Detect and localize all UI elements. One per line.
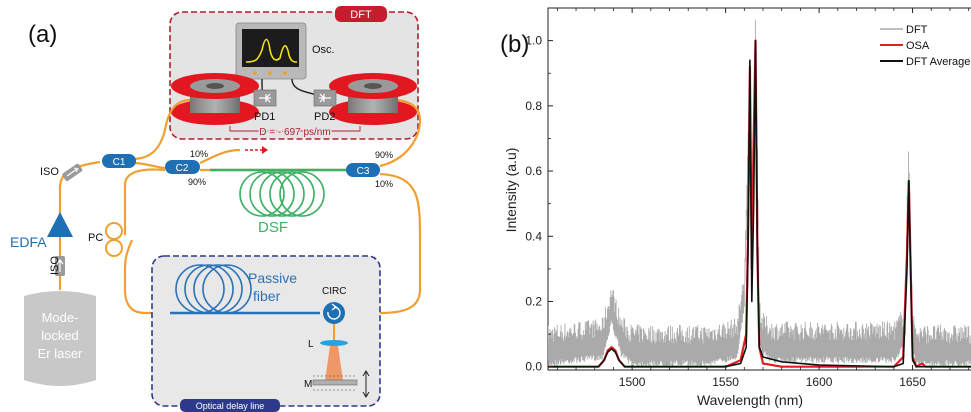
- coupler-c3: C3: [346, 163, 380, 177]
- edfa-label: EDFA: [10, 234, 47, 250]
- y-tick-label: 0.0: [525, 360, 542, 374]
- coupler-c2: C2: [165, 160, 200, 174]
- lens-icon: [320, 340, 348, 346]
- series-dft-average-line: [548, 39, 971, 368]
- dft-box: DFT Osc.: [169, 6, 419, 140]
- legend-label-osa: OSA: [906, 40, 930, 52]
- passive-fiber-label-2: fiber: [253, 288, 281, 304]
- c3-split-top: 90%: [375, 150, 393, 160]
- beam-icon: [325, 346, 343, 381]
- delay-line-box: Optical delay line Passive fiber CIRC: [151, 255, 381, 412]
- svg-text:Mode-: Mode-: [42, 310, 79, 325]
- oscilloscope-icon: [235, 22, 307, 80]
- dft-input-arrow-icon: [245, 146, 268, 154]
- svg-text:C3: C3: [357, 166, 370, 177]
- dft-title: DFT: [350, 9, 372, 21]
- svg-text:locked: locked: [41, 328, 79, 343]
- pd1-label: PD1: [254, 111, 275, 123]
- series-dft-trace: [548, 20, 971, 367]
- edfa-icon: [47, 212, 73, 237]
- x-axis-label: Wavelength (nm): [697, 392, 803, 408]
- delay-title-tag: [180, 399, 280, 412]
- iso-bottom-label: ISO: [49, 256, 61, 275]
- pd1-icon: [253, 89, 277, 107]
- osc-label: Osc.: [312, 44, 335, 56]
- panel-a-label: (a): [28, 21, 57, 48]
- dsf-coil-icon: [210, 168, 350, 217]
- y-tick-label: 0.2: [525, 295, 542, 309]
- mirror-label: M: [304, 379, 312, 390]
- y-tick-label: 0.4: [525, 229, 542, 243]
- lens-label: L: [308, 339, 314, 350]
- right-fiber-spool-icon: [329, 73, 417, 125]
- svg-text:C2: C2: [176, 163, 189, 174]
- x-tick-label: 1650: [899, 375, 926, 389]
- svg-text:C1: C1: [113, 157, 126, 168]
- iso-top-icon: [62, 163, 83, 182]
- c2-split-bottom: 90%: [188, 177, 206, 187]
- pd2-label: PD2: [314, 111, 335, 123]
- svg-text:Er laser: Er laser: [38, 346, 83, 361]
- c3-split-bottom: 10%: [375, 179, 393, 189]
- iso-bottom-icon: [55, 256, 65, 276]
- dispersion-bracket: [229, 126, 361, 132]
- x-tick-label: 1500: [619, 375, 646, 389]
- iso-top-label: ISO: [40, 166, 59, 178]
- left-fiber-spool-icon: [171, 73, 259, 125]
- mirror-move-arrow-icon: [362, 370, 370, 398]
- y-tick-label: 0.6: [525, 164, 542, 178]
- plot-area: [548, 20, 971, 368]
- legend-label-dft: DFT: [906, 24, 928, 36]
- panel-a-diagram: (a) DFT Osc.: [10, 6, 422, 412]
- y-tick-label: 0.8: [525, 99, 542, 113]
- pc-icon: [105, 222, 123, 257]
- passive-fiber-coil-icon: [170, 264, 320, 315]
- x-tick-label: 1550: [712, 375, 739, 389]
- dsf-label: DSF: [258, 219, 288, 236]
- legend: DFT OSA DFT Average: [880, 24, 970, 68]
- passive-fiber-label-1: Passive: [248, 270, 297, 286]
- dft-title-tag: [335, 6, 387, 22]
- delay-title: Optical delay line: [196, 401, 265, 411]
- coupler-c1: C1: [102, 154, 136, 168]
- axes: 1500 1550 1600 1650 0.0 0.2 0.4 0.6 0.8 1.0: [525, 7, 970, 389]
- dispersion-label: D = - 697 ps/nm: [259, 127, 330, 138]
- circ-label: CIRC: [322, 286, 346, 297]
- pd2-icon: [313, 89, 337, 107]
- c2-split-top: 10%: [190, 149, 208, 159]
- panel-b-chart: (b) 1500 1550 1600 1650 0.0 0.2 0.4 0.6 0.8 1.0 W…: [500, 7, 971, 408]
- mode-locked-laser-box: Mode- locked Er laser: [24, 291, 96, 386]
- y-tick-label: 1.0: [525, 34, 542, 48]
- pc-label: PC: [88, 232, 103, 244]
- circulator-icon: [323, 302, 345, 324]
- mirror-icon: [312, 379, 358, 386]
- x-tick-label: 1600: [806, 375, 833, 389]
- panel-b-label: (b): [500, 31, 529, 58]
- legend-label-dft-average: DFT Average: [906, 56, 970, 68]
- y-axis-label: Intensity (a.u): [503, 148, 519, 233]
